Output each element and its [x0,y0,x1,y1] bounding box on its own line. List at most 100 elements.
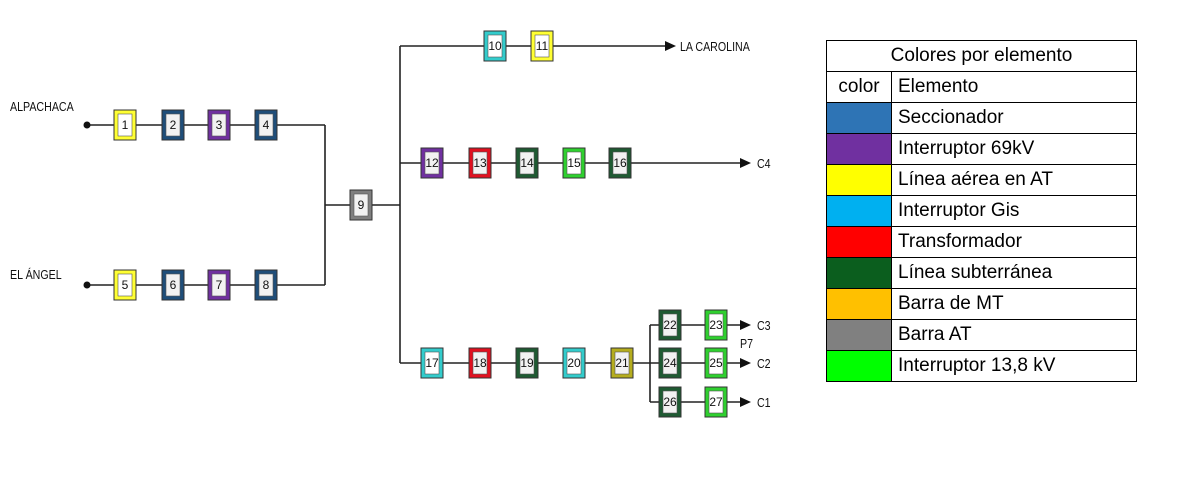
arrow-head [665,41,676,51]
node-inner [211,273,227,297]
diagram-node: 18 [468,347,492,379]
node-number: 12 [425,156,439,170]
legend-swatch [826,226,892,258]
node-number: 23 [709,318,723,332]
node-inner [258,113,274,137]
arrow-head [740,358,751,368]
node-inner [117,273,133,297]
legend-swatch [826,350,892,382]
legend-label: Línea subterránea [891,257,1137,289]
node-number: 9 [358,198,365,212]
legend-label: Línea aérea en AT [891,164,1137,196]
diagram-node: 5 [113,269,137,301]
node-number: 11 [536,39,549,53]
arrow-head [740,158,751,168]
legend-row: Interruptor Gis [826,195,1137,227]
node-number: 25 [709,356,723,370]
node-number: 10 [488,39,502,53]
source-terminal [83,121,91,129]
legend-row: Barra de MT [826,288,1137,320]
legend-label: Barra de MT [891,288,1137,320]
node-inner [708,351,724,375]
node-number: 4 [263,118,270,132]
arrow-head [740,320,751,330]
node-number: 8 [263,278,270,292]
legend-row: Línea subterránea [826,257,1137,289]
legend-swatch [826,195,892,227]
node-inner [708,390,724,414]
node-number: 16 [613,156,627,170]
node-inner [708,313,724,337]
node-number: 18 [473,356,487,370]
node-inner [534,34,550,58]
legend-row: Interruptor 69kV [826,133,1137,165]
output-label-la-carolina: LA CAROLINA [680,39,750,54]
legend-swatch [826,257,892,289]
node-number: 3 [216,118,223,132]
node-number: 1 [122,118,129,132]
node-inner [566,351,582,375]
source-label-alpachaca: ALPACHACA [10,99,74,114]
legend-swatch [826,164,892,196]
node-inner [165,113,181,137]
diagram-node: 15 [562,147,586,179]
node-inner [472,351,488,375]
legend-row: Barra AT [826,319,1137,351]
legend-swatch [826,288,892,320]
diagram-wires [83,41,751,407]
node-number: 17 [425,356,439,370]
node-number: 24 [663,356,677,370]
diagram-node: 12 [420,147,444,179]
output-label-c3: C3 [757,318,771,333]
node-inner [424,151,440,175]
output-label-c1: C1 [757,395,771,410]
node-inner [117,113,133,137]
output-label-c4: C4 [757,156,771,171]
node-inner [662,313,678,337]
diagram-node: 26 [658,386,682,418]
node-inner [211,113,227,137]
node-inner [519,151,535,175]
node-inner [165,273,181,297]
legend-header-row: color Elemento [826,71,1137,103]
node-inner [614,351,630,375]
diagram-node: 10 [483,30,507,62]
node-inner [487,34,503,58]
diagram-node: 4 [254,109,278,141]
diagram-node: 6 [161,269,185,301]
legend-row: Línea aérea en AT [826,164,1137,196]
diagram-node: 25 [704,347,728,379]
legend-label: Transformador [891,226,1137,258]
diagram-node: 21 [610,347,634,379]
legend-label: Barra AT [891,319,1137,351]
diagram-node: 23 [704,309,728,341]
node-inner [662,390,678,414]
legend-swatch [826,102,892,134]
legend-label: Interruptor 13,8 kV [891,350,1137,382]
node-number: 19 [520,356,534,370]
color-legend-table: Colores por elemento color Elemento Secc… [826,40,1137,382]
diagram-node: 3 [207,109,231,141]
node-inner [353,193,369,217]
source-terminal [83,281,91,289]
node-number: 20 [567,356,581,370]
node-number: 5 [122,278,129,292]
legend-title-row: Colores por elemento [826,40,1137,72]
node-inner [662,351,678,375]
node-number: 26 [663,395,677,409]
diagram-node: 24 [658,347,682,379]
node-number: 7 [216,278,223,292]
diagram-node: 9 [349,189,373,221]
diagram-node: 27 [704,386,728,418]
diagram-node: 8 [254,269,278,301]
diagram-node: 19 [515,347,539,379]
node-number: 6 [170,278,177,292]
node-number: 22 [663,318,677,332]
legend-label: Interruptor 69kV [891,133,1137,165]
source-label-el-angel: EL ÁNGEL [10,266,62,282]
node-number: 14 [520,156,534,170]
diagram-node: 13 [468,147,492,179]
node-number: 27 [709,395,723,409]
node-inner [424,351,440,375]
